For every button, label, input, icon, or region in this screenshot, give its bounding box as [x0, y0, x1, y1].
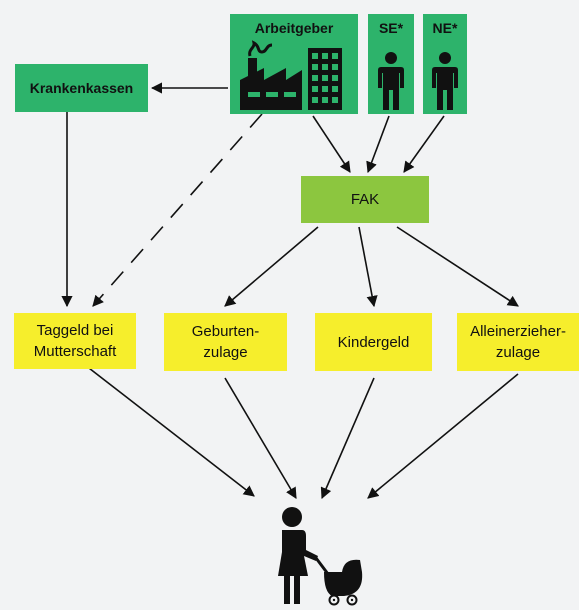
arbeitgeber-box: Arbeitgeber: [230, 14, 358, 114]
ne-label: NE*: [432, 20, 458, 36]
se-label: SE*: [378, 20, 404, 36]
arrow-fak-alleinerzieherzulage: [396, 226, 519, 307]
geburtenzulage-label: Geburten- zulage: [191, 323, 260, 361]
arrow-geburtenzulage-recipient: [224, 377, 297, 499]
fak-label: FAK: [350, 191, 380, 208]
alleinerzieherzulage-label: Alleinerzieher- zulage: [470, 323, 566, 361]
arrow-ne-fak: [403, 115, 445, 173]
taggeld-label: Taggeld bei Mutterschaft: [33, 322, 117, 360]
geburtenzulage-box: Geburten- zulage: [164, 313, 287, 371]
ne-box: NE*: [423, 14, 467, 114]
arrow-arbeitgeber-taggeld-dashed: [92, 113, 263, 307]
arrow-kindergeld-recipient: [320, 377, 375, 500]
krankenkassen-label: Krankenkassen: [29, 80, 134, 96]
arrow-fak-kindergeld: [358, 226, 378, 308]
arrow-alleinerzieherzulage-recipient: [367, 373, 519, 499]
krankenkassen-box: Krankenkassen: [15, 64, 148, 112]
factory-icon: [240, 40, 342, 110]
person-icon: [378, 52, 404, 110]
kindergeld-label: Kindergeld: [337, 333, 410, 351]
fak-box: FAK: [301, 176, 429, 223]
kindergeld-box: Kindergeld: [315, 313, 432, 371]
taggeld-box: Taggeld bei Mutterschaft: [14, 313, 136, 369]
person-icon: [432, 52, 458, 110]
arrow-arbeitgeber-fak: [312, 115, 351, 173]
mother-with-stroller-icon: [278, 507, 363, 606]
arbeitgeber-label: Arbeitgeber: [254, 20, 334, 36]
alleinerzieherzulage-box: Alleinerzieher- zulage: [457, 313, 579, 371]
arrow-fak-geburtenzulage: [224, 226, 319, 307]
arrow-taggeld-recipient: [66, 350, 255, 497]
se-box: SE*: [368, 14, 414, 114]
arrow-se-fak: [366, 115, 390, 174]
